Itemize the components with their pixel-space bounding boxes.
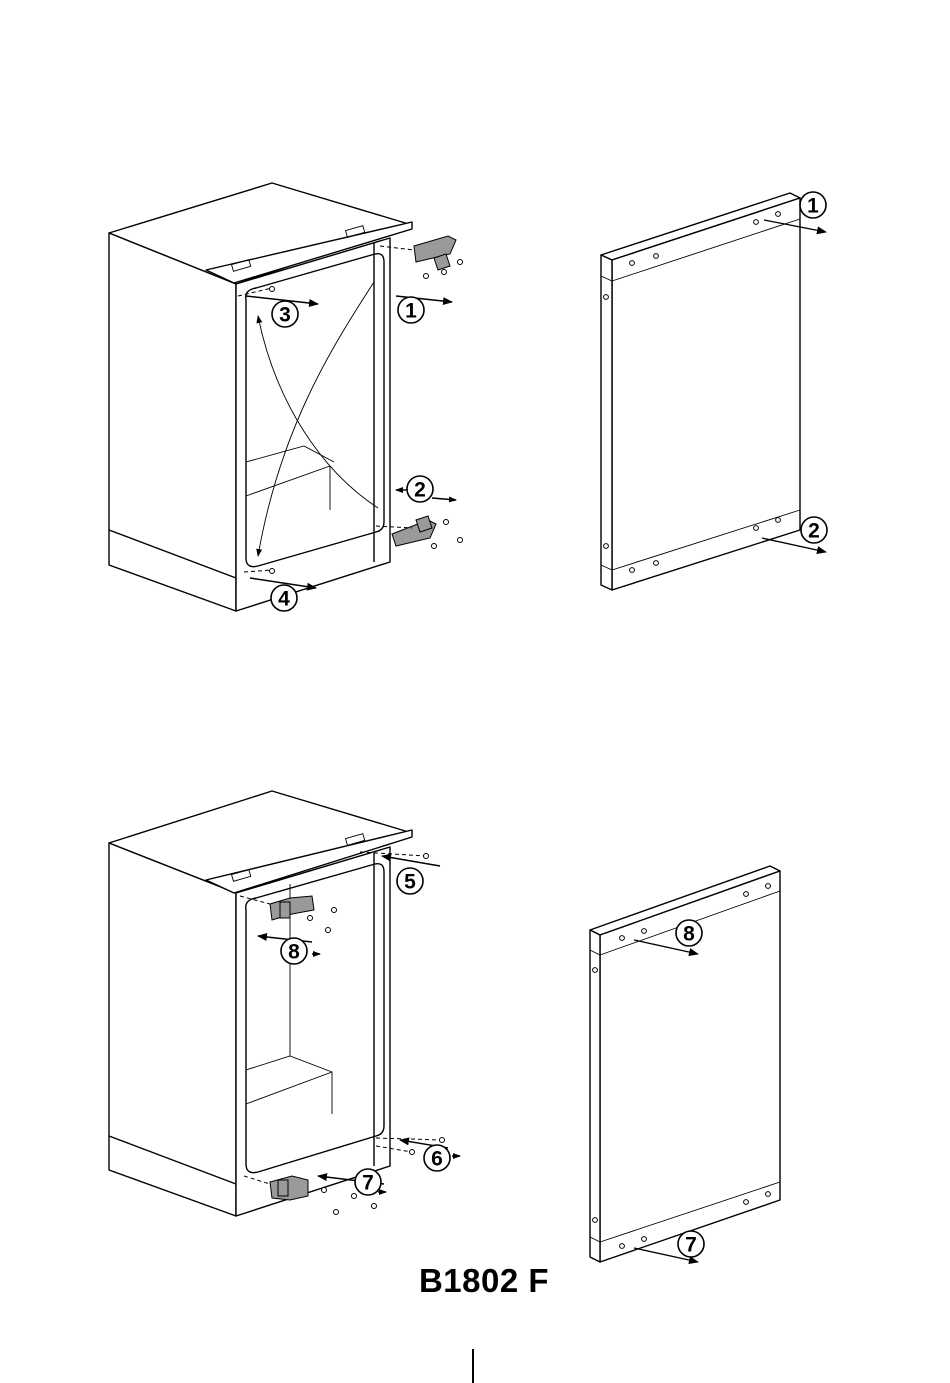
callout-bottom-8: 8 [281, 938, 307, 964]
page-divider [472, 1349, 474, 1383]
callout-top-3: 3 [272, 301, 298, 327]
svg-text:3: 3 [279, 304, 291, 327]
svg-text:7: 7 [362, 1172, 374, 1195]
svg-text:5: 5 [404, 871, 416, 894]
callout-top-2: 2 [407, 476, 433, 502]
model-title: B1802 F [0, 1262, 950, 1300]
svg-text:2: 2 [808, 520, 820, 543]
callout-bottom-7: 7 [355, 1169, 381, 1195]
callout-door-bottom-8: 8 [676, 920, 702, 946]
svg-text:7: 7 [685, 1234, 697, 1257]
svg-text:8: 8 [683, 923, 695, 946]
svg-text:1: 1 [807, 195, 819, 218]
cabinet-bottom [109, 791, 412, 1216]
door-top [601, 193, 826, 590]
callout-bottom-5: 5 [397, 868, 423, 894]
svg-text:8: 8 [288, 941, 300, 964]
callout-door-top-1: 1 [800, 192, 826, 218]
callout-top-1: 1 [398, 297, 424, 323]
svg-text:6: 6 [431, 1148, 443, 1171]
callout-top-4: 4 [271, 585, 297, 611]
svg-text:4: 4 [278, 588, 290, 611]
hinge-upper-top [380, 236, 463, 279]
callout-door-bottom-7: 7 [678, 1231, 704, 1257]
cabinet-top [109, 183, 412, 611]
svg-text:1: 1 [405, 300, 417, 323]
svg-text:2: 2 [414, 479, 426, 502]
callout-bottom-6: 6 [424, 1145, 450, 1171]
callout-door-top-2: 2 [801, 517, 827, 543]
